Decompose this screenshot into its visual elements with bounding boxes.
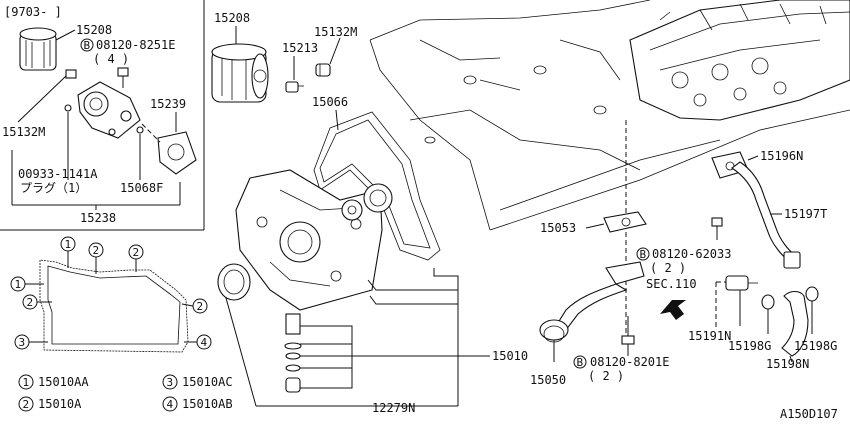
legend: 1 15010AA 2 15010A 3 15010AC 4 15010AB: [18, 374, 233, 412]
callout-15198g-right: 15198G: [794, 339, 837, 353]
pipe-bolt[interactable]: [711, 217, 723, 240]
callout-plug-jp: プラグ（1）: [20, 181, 87, 195]
bolt-inset[interactable]: [117, 67, 129, 88]
legend-item-1: 1 15010AA: [18, 374, 89, 390]
marker-1b: 1: [15, 278, 22, 291]
oil-filter[interactable]: [211, 43, 269, 103]
marker-4: 4: [201, 336, 208, 349]
callout-08120-62033: 08120-62033: [652, 247, 731, 261]
svg-text:B: B: [640, 248, 647, 261]
svg-text:B: B: [577, 356, 584, 369]
oil-pressure-switch[interactable]: [315, 63, 331, 77]
oil-filter-stud[interactable]: [285, 81, 304, 93]
callout-12279n: 12279N: [372, 401, 415, 415]
water-hose[interactable]: [781, 290, 809, 357]
gasket-15239[interactable]: [157, 131, 197, 175]
regulator-valve-stack[interactable]: [284, 313, 302, 393]
callout-15198g-left: 15198G: [728, 339, 771, 353]
legend-item-3: 3 15010AC: [162, 374, 233, 390]
front-oil-seal[interactable]: [217, 263, 251, 301]
hose-fitting[interactable]: [725, 275, 758, 291]
hose-clamp-right[interactable]: [805, 286, 819, 302]
cylinder-head: [629, 0, 850, 121]
oil-pressure-switch-inset[interactable]: [65, 69, 77, 79]
callout-15213: 15213: [282, 41, 318, 55]
callout-15191n: 15191N: [688, 329, 731, 343]
callout-15208-inset: 15208: [76, 23, 112, 37]
marker-2c: 2: [27, 296, 34, 309]
oil-pump-front-cover[interactable]: [235, 169, 383, 311]
svg-text:15010AA: 15010AA: [38, 375, 89, 389]
callout-15208: 15208: [214, 11, 250, 25]
plug-inset[interactable]: [64, 104, 72, 112]
svg-text:15010AB: 15010AB: [182, 397, 233, 411]
callout-15053: 15053: [540, 221, 576, 235]
pump-gear-inner[interactable]: [341, 199, 363, 221]
callout-08120-8201e: 08120-8201E: [590, 355, 669, 369]
strainer-bolt[interactable]: [621, 316, 635, 345]
marker-2d: 2: [197, 300, 204, 313]
callout-sec110: SEC.110: [646, 277, 697, 291]
svg-text:4: 4: [167, 398, 174, 411]
callout-15197t: 15197T: [784, 207, 827, 221]
callout-15010: 15010: [492, 349, 528, 363]
svg-text:2: 2: [23, 398, 30, 411]
svg-text:15010AC: 15010AC: [182, 375, 233, 389]
callout-15132m: 15132M: [314, 25, 357, 39]
callout-15132m-inset: 15132M: [2, 125, 45, 139]
svg-text:15010A: 15010A: [38, 397, 82, 411]
bolt-symbol-820: [573, 355, 587, 369]
oil-filter-inset[interactable]: [19, 27, 57, 71]
drawing-code: A150D107: [780, 407, 838, 421]
callout-15066: 15066: [312, 95, 348, 109]
svg-text:1: 1: [23, 376, 30, 389]
filter-adapter-inset[interactable]: [77, 81, 141, 139]
legend-item-2: 2 15010A: [18, 396, 82, 412]
callout-15050: 15050: [530, 373, 566, 387]
svg-text:3: 3: [167, 376, 174, 389]
marker-1a: 1: [65, 238, 72, 251]
marker-2b: 2: [133, 246, 140, 259]
callout-15238: 15238: [80, 211, 116, 225]
strainer-gasket[interactable]: [603, 211, 647, 233]
water-pipe[interactable]: [731, 161, 801, 269]
callout-15198n: 15198N: [766, 357, 809, 371]
callout-08120-62033-qty: ( 2 ): [650, 261, 686, 275]
bolt-symbol-letter: B: [84, 39, 91, 52]
oil-strainer[interactable]: [539, 261, 645, 343]
engine-block: [369, 0, 850, 231]
o-ring-15068f[interactable]: [136, 126, 144, 134]
marker-3: 3: [19, 336, 26, 349]
pump-gear-outer[interactable]: [363, 183, 393, 213]
front-cover-gasket[interactable]: [313, 111, 441, 261]
legend-item-4: 4 15010AB: [162, 396, 233, 412]
callout-08120-8251e: 08120-8251E: [96, 38, 175, 52]
callout-08120-8201e-qty: ( 2 ): [588, 369, 624, 383]
callout-15196n: 15196N: [760, 149, 803, 163]
callout-15068f: 15068F: [120, 181, 163, 195]
callout-15239: 15239: [150, 97, 186, 111]
sec110-arrow-icon: [660, 300, 686, 320]
marker-2a: 2: [93, 244, 100, 257]
inset-panel: [9703- ] 15208 B 08120-8251E ( 4 ): [0, 0, 205, 231]
gasket-markers: 1 2 2 1 2 2 3 4: [10, 236, 212, 350]
bolt-symbol-inset: [80, 38, 94, 52]
inset-title: [9703- ]: [4, 5, 62, 19]
bolt-symbol-620: [636, 247, 650, 261]
gasket-outline[interactable]: [39, 259, 189, 353]
hose-clamp-left[interactable]: [761, 294, 775, 310]
callout-00933-1141a: 00933-1141A: [18, 167, 98, 181]
callout-08120-8251e-qty: ( 4 ): [93, 52, 129, 66]
